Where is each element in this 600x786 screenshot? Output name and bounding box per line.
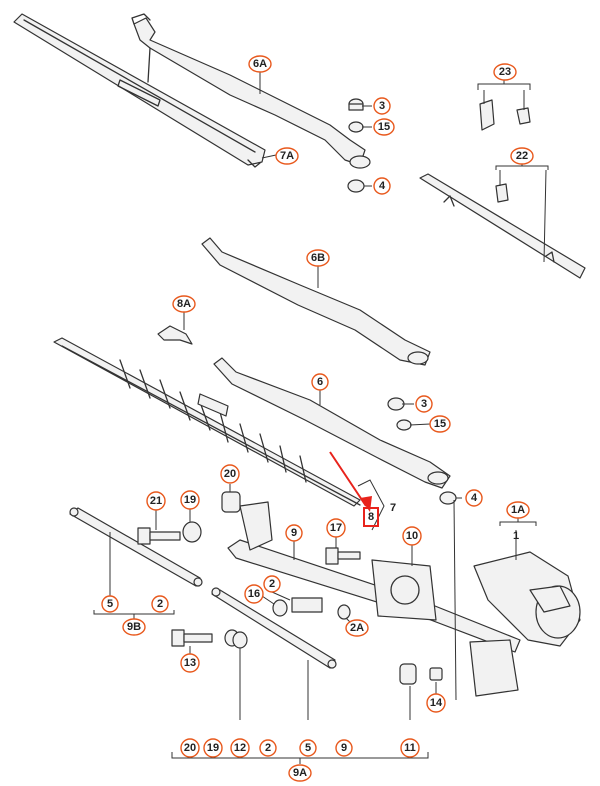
svg-text:22: 22 [516,150,528,162]
svg-text:7A: 7A [280,150,294,162]
svg-text:6B: 6B [311,252,325,264]
callout-2a[interactable]: 2A [345,619,369,637]
svg-text:9B: 9B [127,621,141,633]
callout-bottom-12[interactable]: 12 [230,738,250,758]
svg-text:12: 12 [234,742,246,754]
svg-text:20: 20 [224,468,236,480]
callout-2[interactable]: 2 [263,575,281,593]
callout-3-middle[interactable]: 3 [415,395,433,413]
clip-8a [157,325,193,345]
callout-16[interactable]: 16 [244,584,264,604]
highlight-box [363,507,379,527]
callout-bottom-5[interactable]: 5 [299,739,317,757]
label-7[interactable]: 7 [390,502,396,514]
svg-text:1A: 1A [511,504,525,516]
callout-15-top[interactable]: 15 [373,118,395,136]
svg-text:14: 14 [430,697,443,709]
svg-text:8: 8 [368,511,374,523]
hardware [137,491,443,685]
svg-text:4: 4 [471,492,478,504]
callout-10[interactable]: 10 [402,526,422,546]
svg-text:20: 20 [184,742,196,754]
svg-text:6: 6 [317,376,323,388]
callout-22[interactable]: 22 [510,147,534,165]
svg-text:11: 11 [404,742,416,754]
svg-text:19: 19 [184,494,196,506]
svg-text:2A: 2A [350,622,364,634]
cover-strip-22 [419,173,586,279]
callout-bottom-11[interactable]: 11 [400,738,420,758]
svg-text:2: 2 [265,742,271,754]
svg-text:5: 5 [107,598,113,610]
svg-text:5: 5 [305,742,311,754]
callout-6a[interactable]: 6A [248,55,272,73]
callout-9a[interactable]: 9A [288,764,312,782]
callout-9[interactable]: 9 [285,524,303,542]
callout-3-top[interactable]: 3 [373,97,391,115]
svg-text:21: 21 [150,495,162,507]
wiper-arm-6a [131,13,371,169]
svg-text:6A: 6A [253,58,267,70]
callout-4-middle[interactable]: 4 [465,489,483,507]
callout-bottom-9[interactable]: 9 [335,739,353,757]
svg-text:1: 1 [513,530,519,542]
callout-14[interactable]: 14 [426,693,446,713]
svg-text:7: 7 [390,502,396,514]
linkage-rod-5 [211,587,337,669]
svg-text:3: 3 [379,100,385,112]
svg-text:4: 4 [379,180,386,192]
callout-6b[interactable]: 6B [306,249,330,267]
callout-17[interactable]: 17 [326,518,346,538]
callout-bottom-19[interactable]: 19 [203,738,223,758]
callout-5-left[interactable]: 5 [101,595,119,613]
svg-text:15: 15 [378,121,390,133]
callout-8a[interactable]: 8A [172,295,196,313]
svg-text:23: 23 [499,66,511,78]
svg-text:9: 9 [341,742,347,754]
callout-19[interactable]: 19 [180,490,200,510]
svg-text:10: 10 [406,530,418,542]
svg-text:15: 15 [434,418,446,430]
wiper-motor-1 [473,551,581,647]
callout-2-left[interactable]: 2 [151,595,169,613]
clips-23 [479,99,531,131]
svg-text:9A: 9A [293,767,307,779]
leader-lines [93,72,549,764]
callout-bottom-20[interactable]: 20 [180,738,200,758]
svg-text:13: 13 [184,657,196,669]
callout-15-middle[interactable]: 15 [429,415,451,433]
callout-20[interactable]: 20 [220,464,240,484]
svg-text:9: 9 [291,527,297,539]
svg-text:16: 16 [248,588,260,600]
callout-9b[interactable]: 9B [122,618,146,636]
wiper-frame-9 [227,501,521,697]
wiper-arm-6 [213,357,451,489]
svg-text:17: 17 [330,522,342,534]
highlight-pointer [329,451,379,527]
callout-13[interactable]: 13 [180,653,200,673]
svg-text:19: 19 [207,742,219,754]
svg-text:2: 2 [269,578,275,590]
callout-23[interactable]: 23 [493,63,517,81]
callout-1a[interactable]: 1A [506,501,530,519]
callout-7a[interactable]: 7A [275,147,299,165]
nut-washer-cap-top [347,98,365,193]
callout-bottom-2[interactable]: 2 [259,739,277,757]
svg-text:3: 3 [421,398,427,410]
wiper-arm-6b [201,237,431,366]
wiper-blade-middle [53,337,361,507]
svg-text:2: 2 [157,598,163,610]
wiper-blade-7a [13,13,266,168]
svg-text:8A: 8A [177,298,191,310]
linkage-rod-9b [69,507,203,587]
label-1[interactable]: 1 [513,530,519,542]
callout-21[interactable]: 21 [146,491,166,511]
callout-4-top[interactable]: 4 [373,177,391,195]
callout-6[interactable]: 6 [311,373,329,391]
label-8[interactable]: 8 [368,511,374,523]
